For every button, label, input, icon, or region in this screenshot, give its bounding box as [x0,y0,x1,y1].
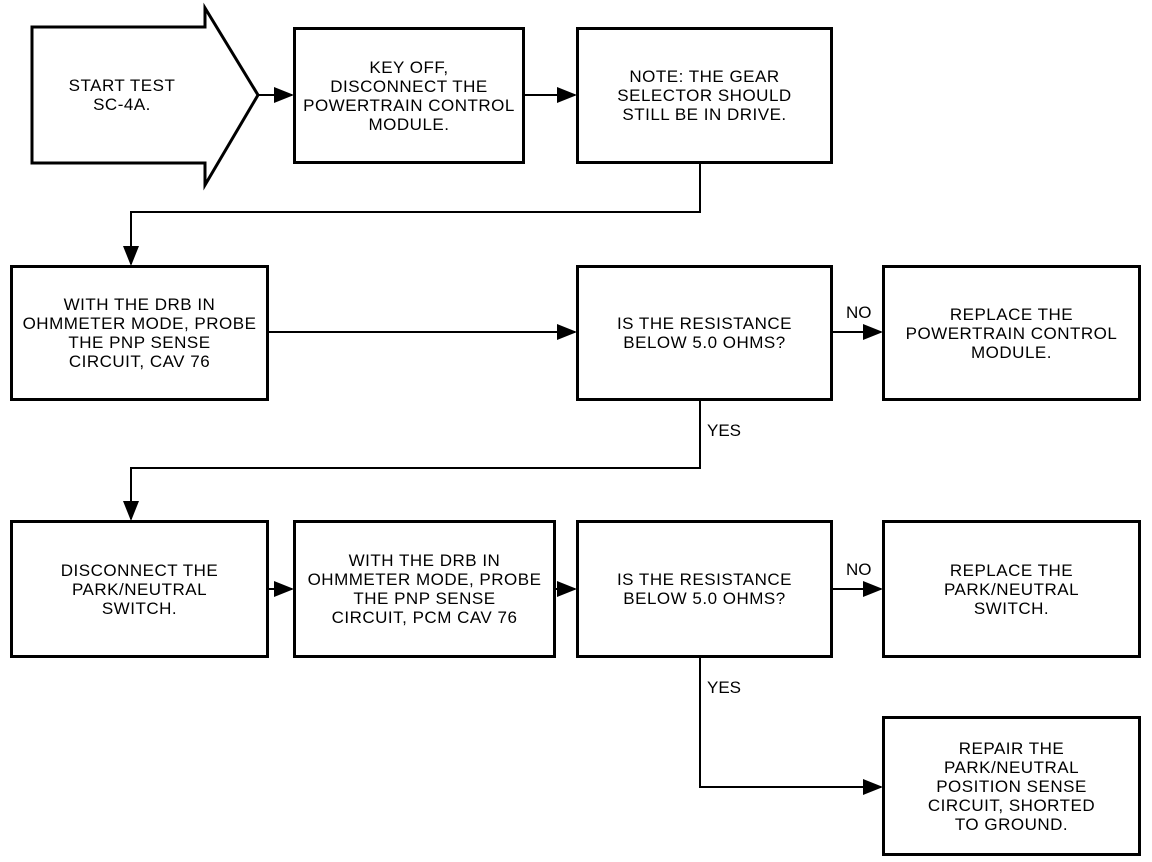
step-text: REPLACE THE POWERTRAIN CONTROL MODULE. [905,304,1118,362]
connector [699,657,883,795]
step-text: REPAIR THE PARK/NEUTRAL POSITION SENSE C… [927,738,1096,834]
step-probe-pcm-cav: WITH THE DRB IN OHMMETER MODE, PROBE THE… [293,520,556,658]
label-no-1: NO [846,303,872,322]
start-test-arrow: START TEST SC-4A. [32,27,212,163]
decision-resistance-2: IS THE RESISTANCE BELOW 5.0 OHMS? [576,520,833,658]
label-no-2: NO [846,560,872,579]
step-key-off: KEY OFF, DISCONNECT THE POWERTRAIN CONTR… [293,27,525,164]
step-disconnect-switch: DISCONNECT THE PARK/NEUTRAL SWITCH. [10,520,269,658]
start-test-text: START TEST SC-4A. [68,76,176,114]
connector [123,400,701,521]
step-text: IS THE RESISTANCE BELOW 5.0 OHMS? [616,570,793,608]
step-text: WITH THE DRB IN OHMMETER MODE, PROBE THE… [22,295,257,371]
step-note: NOTE: THE GEAR SELECTOR SHOULD STILL BE … [576,27,833,164]
step-replace-pcm: REPLACE THE POWERTRAIN CONTROL MODULE. [882,265,1141,401]
step-text: IS THE RESISTANCE BELOW 5.0 OHMS? [616,314,793,352]
label-yes-2: YES [707,678,742,697]
step-replace-switch: REPLACE THE PARK/NEUTRAL SWITCH. [882,520,1141,658]
step-probe-cav: WITH THE DRB IN OHMMETER MODE, PROBE THE… [10,265,269,401]
step-text: WITH THE DRB IN OHMMETER MODE, PROBE THE… [307,551,542,627]
step-text: DISCONNECT THE PARK/NEUTRAL SWITCH. [60,560,219,618]
start-arrow-shape [30,2,260,191]
connector [123,163,701,266]
label-yes-1: YES [707,421,742,440]
step-repair-circuit: REPAIR THE PARK/NEUTRAL POSITION SENSE C… [882,716,1141,856]
step-text: KEY OFF, DISCONNECT THE POWERTRAIN CONTR… [303,57,515,134]
step-text: NOTE: THE GEAR SELECTOR SHOULD STILL BE … [617,67,792,124]
decision-resistance-1: IS THE RESISTANCE BELOW 5.0 OHMS? [576,265,833,401]
step-text: REPLACE THE PARK/NEUTRAL SWITCH. [943,560,1080,618]
